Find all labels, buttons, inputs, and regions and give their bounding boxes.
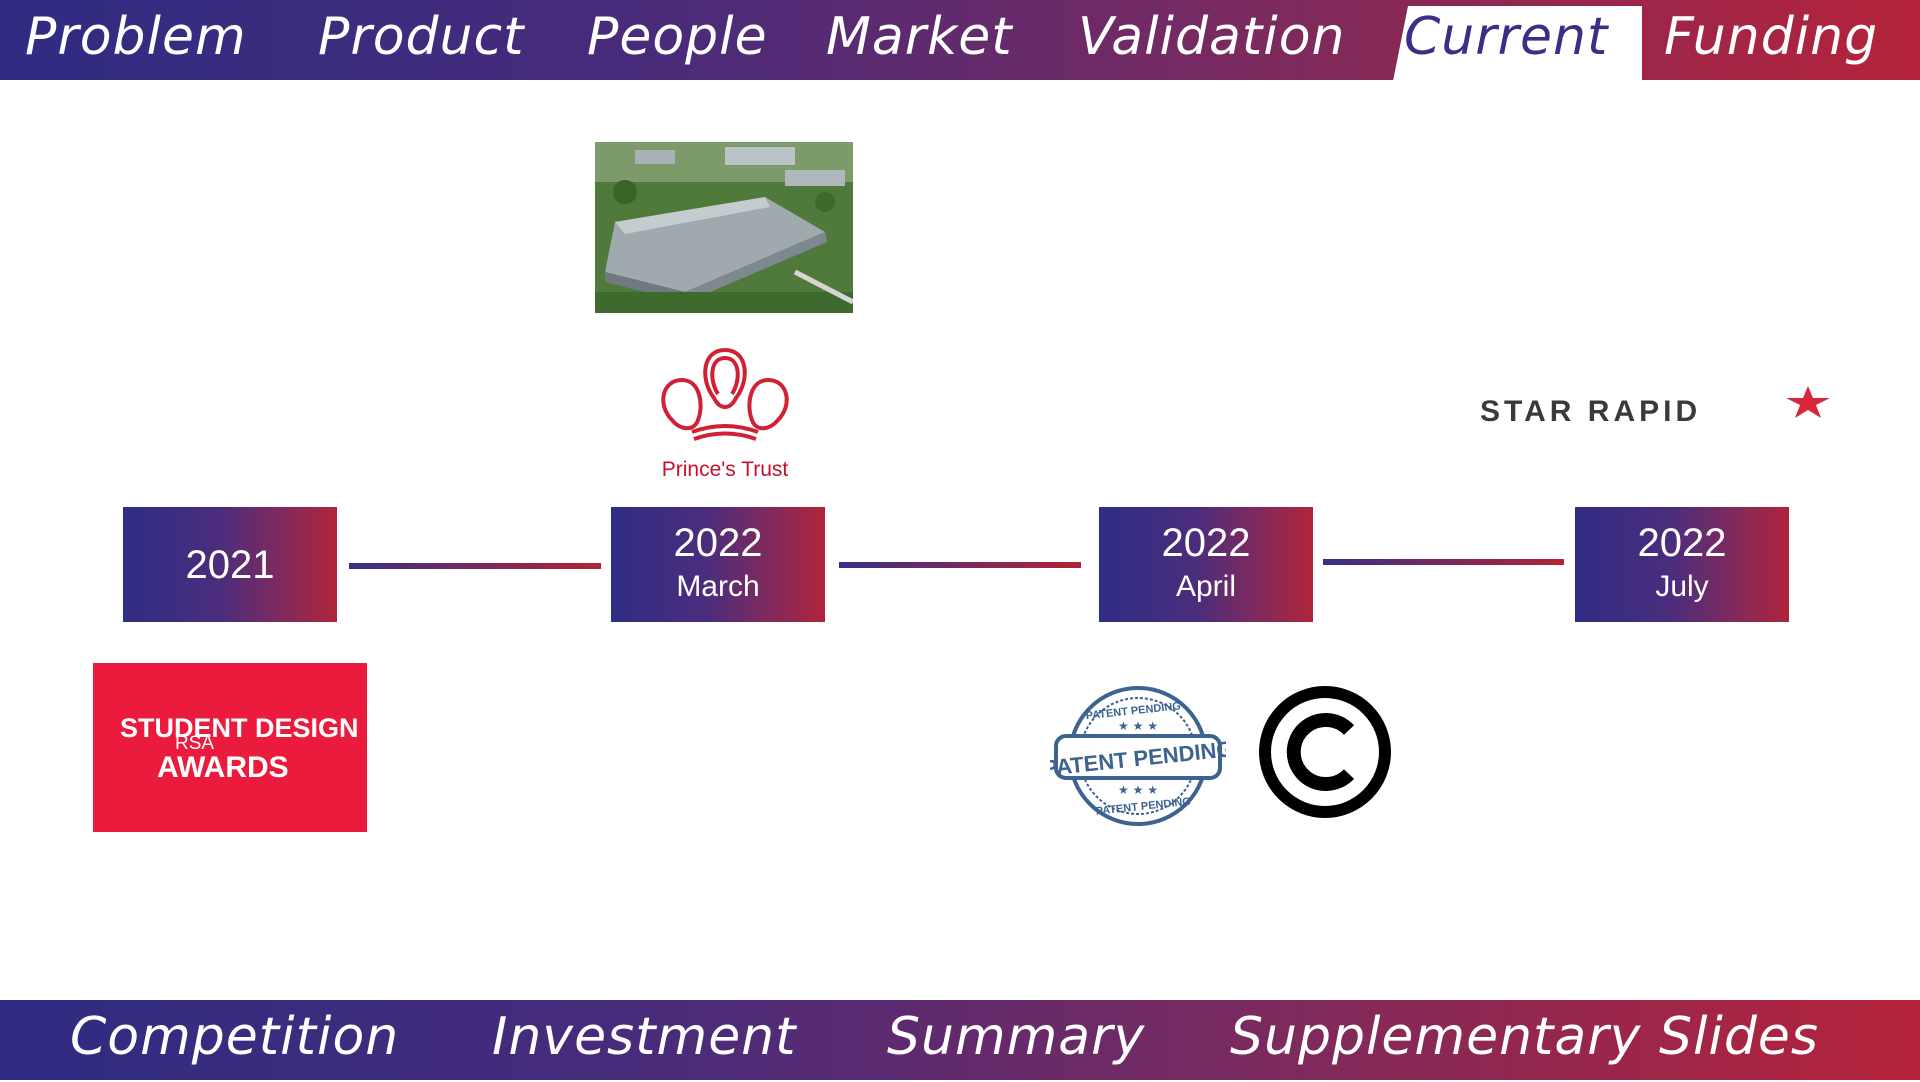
nav-tab-problem[interactable]: Problem xyxy=(25,7,247,67)
timeline-month: July xyxy=(1655,570,1709,603)
star-rapid-logo-text: STAR RAPID xyxy=(1480,395,1702,428)
timeline-connector xyxy=(839,562,1081,568)
timeline-year: 2022 xyxy=(673,521,763,565)
warehouse-aerial-photo xyxy=(595,142,853,313)
rsa-student-design-awards-logo: STUDENT DESIGN RSA AWARDS xyxy=(93,663,367,832)
bottom-navigation-bar: Competition Investment Summary Supplemen… xyxy=(0,1000,1920,1080)
timeline-node-2022-march: 2022 March xyxy=(611,507,825,622)
nav-tab-product[interactable]: Product xyxy=(318,7,525,67)
timeline-year: 2022 xyxy=(1161,521,1251,565)
top-navigation-bar: Problem Product People Market Validation… xyxy=(0,0,1920,86)
timeline-node-2022-july: 2022 July xyxy=(1575,507,1789,622)
nav-tab-summary[interactable]: Summary xyxy=(887,1007,1146,1067)
nav-tab-current-highlight xyxy=(1392,6,1642,86)
princes-trust-feathers-logo xyxy=(661,347,789,441)
star-rapid-star-icon xyxy=(1786,386,1830,418)
nav-tab-supplementary-slides[interactable]: Supplementary Slides xyxy=(1230,1007,1819,1067)
timeline-node-2021: 2021 xyxy=(123,507,337,622)
patent-pending-badge-icon: PATENT PENDING PATENT PENDING PATENT PEN… xyxy=(1050,686,1226,826)
rsa-logo-line1: STUDENT DESIGN xyxy=(120,713,359,743)
nav-tab-market[interactable]: Market xyxy=(826,7,1013,67)
rsa-logo-line2: AWARDS xyxy=(157,751,289,784)
copyright-icon xyxy=(1259,686,1391,818)
svg-text:★ ★ ★: ★ ★ ★ xyxy=(1118,719,1158,733)
nav-tab-people[interactable]: People xyxy=(587,7,768,67)
nav-tab-competition[interactable]: Competition xyxy=(70,1007,400,1067)
nav-tab-funding[interactable]: Funding xyxy=(1664,7,1879,67)
nav-tab-validation[interactable]: Validation xyxy=(1078,7,1346,67)
rsa-logo-rsa: RSA xyxy=(175,733,215,754)
timeline-node-2022-april: 2022 April xyxy=(1099,507,1313,622)
nav-tab-current[interactable]: Current xyxy=(1404,7,1609,67)
timeline-month: April xyxy=(1175,570,1236,603)
svg-text:★ ★ ★: ★ ★ ★ xyxy=(1118,783,1158,797)
princes-trust-label: Prince's Trust xyxy=(661,458,789,481)
nav-tab-investment[interactable]: Investment xyxy=(492,1007,797,1067)
timeline-year: 2021 xyxy=(185,543,275,587)
timeline-month: March xyxy=(676,570,760,603)
timeline-year: 2022 xyxy=(1637,521,1727,565)
timeline-connector xyxy=(1323,559,1564,565)
timeline-connector xyxy=(349,563,601,569)
